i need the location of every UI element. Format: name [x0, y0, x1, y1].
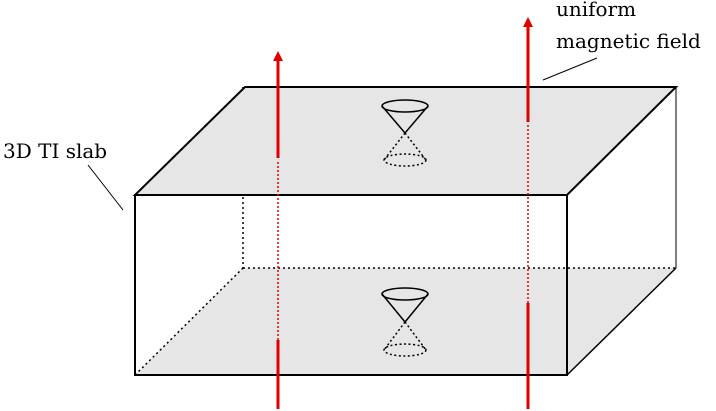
slab-label-leader [87, 164, 124, 211]
right-bottom-edge [566, 267, 677, 376]
hidden-edge-left-bottom [134, 267, 244, 376]
top-surface [132, 86, 679, 196]
field-label-leader [542, 57, 598, 81]
front-face [134, 194, 568, 376]
field-label-line1: uniform [556, 0, 636, 21]
slab-label: 3D TI slab [3, 139, 107, 163]
dirac-cone-bottom [381, 287, 429, 357]
dirac-cone-top [381, 99, 429, 167]
field-label-line2: magnetic field [556, 29, 701, 53]
